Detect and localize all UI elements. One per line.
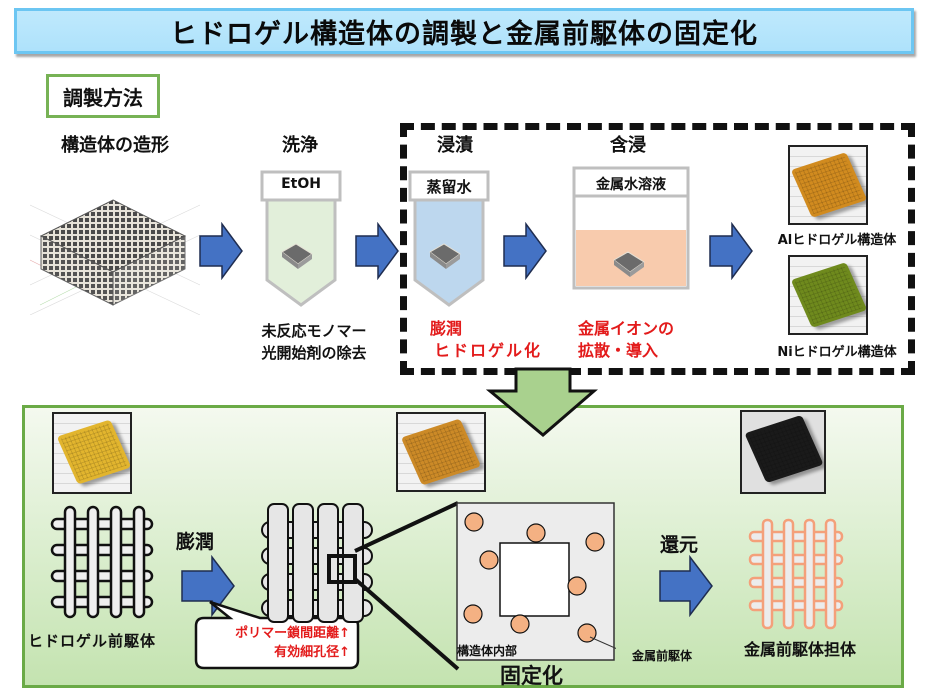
arrow-right-icon [659, 555, 713, 617]
step-heading-washing: 洗浄 [282, 135, 318, 156]
precursor-photo [52, 412, 132, 494]
soaking-note-line-1: 膨潤 [430, 319, 463, 338]
ethanol-container [260, 170, 342, 307]
step-heading-impregnation: 含浸 [610, 135, 646, 156]
lattice-model-illustration [30, 199, 200, 315]
washing-note-line-2: 光開始剤の除去 [261, 344, 367, 362]
method-label: 調製方法 [46, 74, 160, 118]
metal-solution-container [572, 166, 690, 290]
page-title: ヒドロゲル構造体の調製と金属前駆体の固定化 [170, 18, 758, 50]
washing-note: 未反応モノマー 光開始剤の除去 [244, 320, 384, 364]
arrow-down-icon [486, 367, 598, 437]
callout-text: ポリマー鎖間距離↑ 有効細孔径↑ [200, 624, 350, 662]
distilled-water-label: 蒸留水 [426, 178, 472, 196]
zoom-callout-lines [353, 501, 460, 671]
structure-interior-view [456, 502, 616, 661]
metal-particles [463, 512, 605, 643]
ni-hydrogel-label: Niヒドロゲル構造体 [777, 345, 897, 360]
arrow-right-icon [181, 555, 235, 617]
swollen-hydrogel-lattice [261, 503, 373, 623]
soaking-note-line-2: ヒドロゲル化 [434, 341, 543, 360]
fixation-label: 固定化 [500, 664, 563, 688]
swollen-hydrogel-photo [396, 412, 486, 492]
al-hydrogel-photo [788, 145, 868, 225]
metal-supported-lattice [748, 518, 844, 630]
callout-line-2: 有効細孔径↑ [274, 645, 350, 660]
supported-precursor-label: 金属前駆体担体 [743, 640, 856, 659]
impregnation-note-line-2: 拡散・導入 [578, 341, 659, 360]
soaking-note: 膨潤 ヒドロゲル化 [430, 318, 560, 362]
interior-label: 構造体内部 [457, 644, 518, 658]
arrow-right-icon [709, 222, 753, 280]
hydrogel-precursor-lattice [50, 505, 154, 619]
callout-line-1: ポリマー鎖間距離↑ [235, 626, 350, 641]
arrow-right-icon [355, 222, 399, 280]
step-heading-soaking: 浸漬 [437, 135, 473, 156]
distilled-water-container [408, 170, 490, 307]
al-hydrogel-label: Alヒドロゲル構造体 [777, 233, 897, 248]
metal-precursor-label: 金属前駆体 [632, 649, 693, 663]
arrow-right-icon [199, 222, 243, 280]
ni-hydrogel-photo [788, 255, 868, 335]
title-banner: ヒドロゲル構造体の調製と金属前駆体の固定化 [14, 8, 914, 54]
reduction-label: 還元 [660, 534, 699, 556]
impregnation-process-frame [400, 123, 915, 375]
impregnation-note: 金属イオンの 拡散・導入 [578, 318, 708, 362]
hydrogel-precursor-label: ヒドロゲル前駆体 [28, 632, 157, 650]
swelling-label: 膨潤 [176, 531, 215, 553]
metal-solution-label: 金属水溶液 [596, 177, 666, 193]
supported-precursor-photo [740, 410, 826, 494]
impregnation-note-line-1: 金属イオンの [578, 319, 675, 338]
washing-note-line-1: 未反応モノマー [261, 322, 367, 340]
arrow-right-icon [503, 222, 547, 280]
ethanol-label: EtOH [281, 176, 321, 192]
step-heading-fabrication: 構造体の造形 [61, 135, 169, 156]
